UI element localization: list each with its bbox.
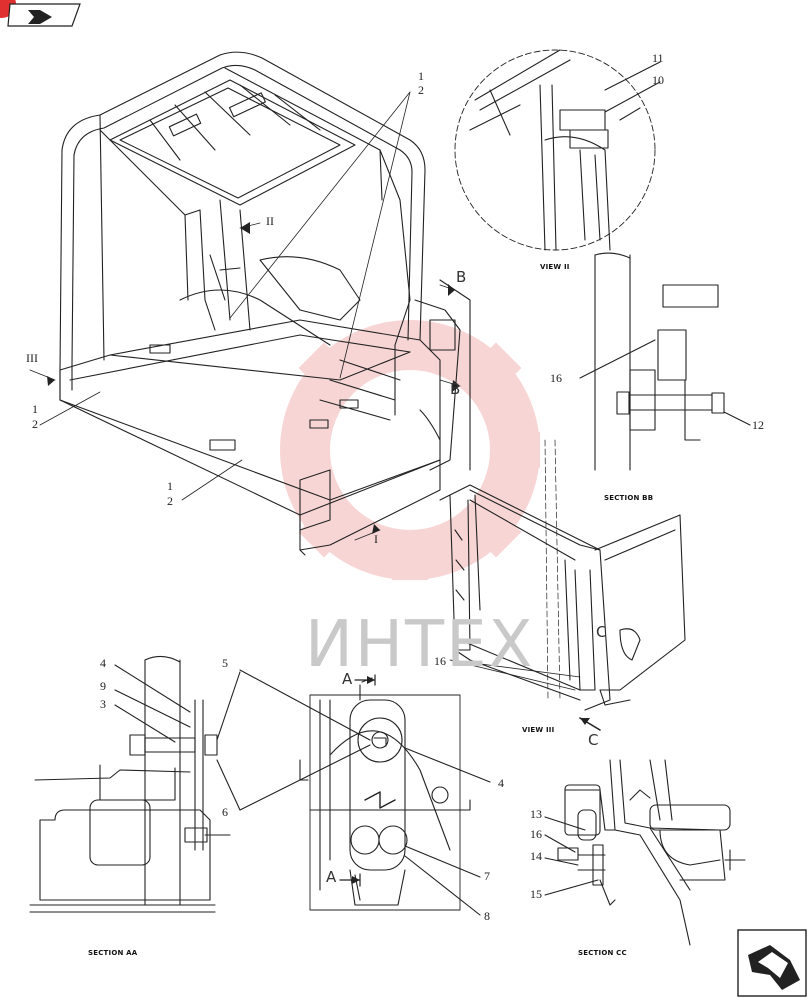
cut-line-a [339, 674, 376, 887]
callout-1-bottom: 1 [167, 479, 173, 493]
callout-16-bb: 16 [550, 371, 562, 385]
callout-15: 15 [530, 887, 542, 901]
next-page-icon[interactable] [737, 929, 807, 997]
callout-2-top: 2 [418, 83, 424, 97]
callout-6: 6 [222, 805, 228, 819]
callout-13: 13 [530, 807, 542, 821]
callout-10: 10 [652, 73, 664, 87]
marker-i: I [374, 532, 378, 546]
callout-14: 14 [530, 849, 542, 863]
callout-8: 8 [484, 909, 490, 923]
view-ii-detail [454, 49, 661, 251]
caption-view-iii: VIEW III [522, 726, 555, 734]
caption-section-aa: SECTION AA [88, 949, 138, 957]
caption-section-bb: SECTION BB [604, 494, 654, 502]
callout-2-bottom: 2 [167, 494, 173, 508]
view-iii-detail [439, 439, 686, 731]
callout-16-view-iii: 16 [434, 654, 446, 668]
section-cc-detail [544, 759, 746, 946]
leader-lines-main [29, 91, 461, 541]
callout-16-cc: 16 [530, 827, 542, 841]
marker-b-top: B [456, 268, 467, 286]
callout-11: 11 [652, 51, 664, 65]
callout-2-left: 2 [32, 417, 38, 431]
section-aa-bracket-detail [239, 669, 491, 916]
callout-5: 5 [222, 656, 228, 670]
callout-4-bracket: 4 [498, 776, 504, 790]
section-aa-detail [29, 655, 241, 913]
prev-page-icon[interactable] [0, 0, 81, 27]
callout-1-top: 1 [418, 69, 424, 83]
callout-3: 3 [100, 697, 106, 711]
cab-frame [59, 51, 471, 556]
callout-9: 9 [100, 679, 106, 693]
marker-b-bottom: B [450, 380, 461, 398]
watermark-text: ИНТЕХ [305, 608, 535, 682]
callout-1-left: 1 [32, 402, 38, 416]
marker-iii: III [26, 351, 38, 365]
watermark-gear-icon [280, 320, 540, 580]
marker-ii: II [266, 214, 274, 228]
marker-c-arrow: C [588, 731, 599, 749]
marker-a-top: A [342, 670, 353, 688]
callout-4-aa: 4 [100, 656, 106, 670]
caption-view-ii: VIEW II [540, 263, 570, 271]
marker-a-bottom: A [326, 868, 337, 886]
callout-12: 12 [752, 418, 764, 432]
marker-c-view: C [596, 623, 607, 641]
section-bb-detail [579, 252, 751, 471]
caption-section-cc: SECTION CC [578, 949, 627, 957]
callout-7: 7 [484, 869, 490, 883]
